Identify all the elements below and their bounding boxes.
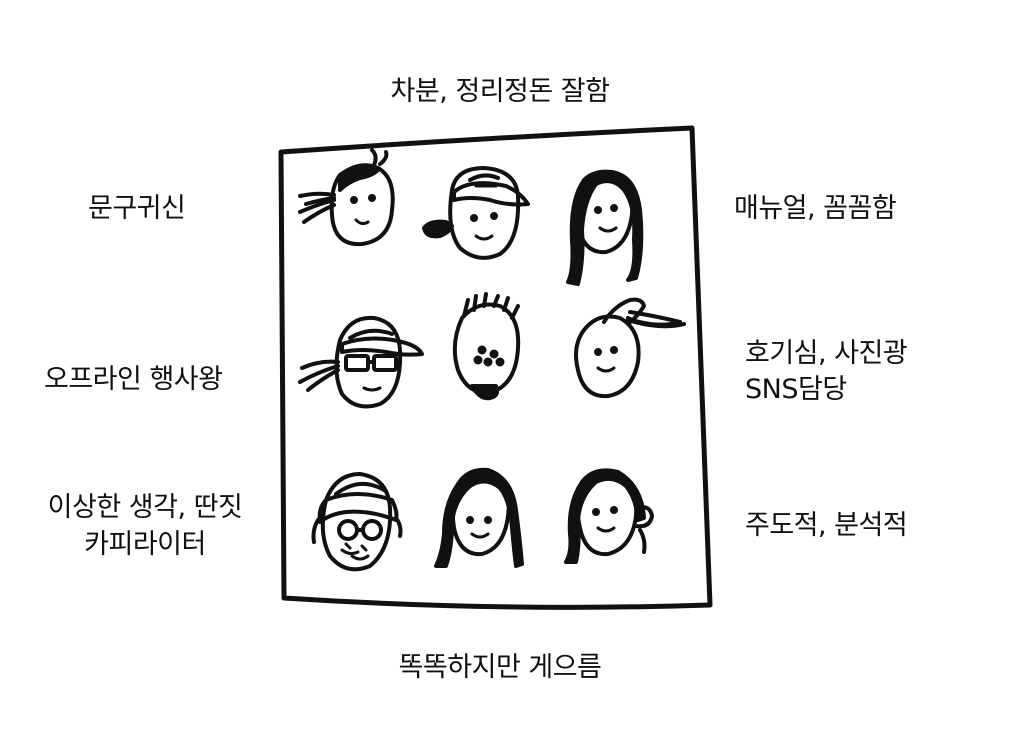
frame: [278, 125, 713, 610]
label-left-top: 문구귀신: [88, 193, 186, 224]
label-right-middle-line1: 호기심, 사진광: [745, 338, 908, 369]
face-4-cap-glasses: [298, 315, 424, 409]
label-right-middle-line2: SNS담당: [745, 374, 847, 405]
label-bottom: 똑똑하지만 게으름: [398, 652, 602, 683]
face-5-spiky-beard: [452, 292, 521, 401]
label-top: 차분, 정리정돈 잘함: [390, 76, 610, 107]
face-6-hair-bun: [574, 297, 686, 399]
face-1-ponytail: [298, 148, 395, 247]
face-8-long-hair: [434, 467, 524, 568]
label-left-bottom-line1: 이상한 생각, 딴짓: [47, 492, 243, 523]
face-2-cap: [422, 166, 530, 260]
label-left-middle: 오프라인 행사왕: [44, 364, 223, 395]
face-9-long-hair-ear: [564, 468, 654, 564]
face-7-cap-beard: [311, 472, 403, 572]
face-3-long-hair: [566, 169, 644, 286]
label-right-bottom: 주도적, 분석적: [745, 510, 908, 541]
label-left-bottom-line2: 카피라이터: [84, 529, 206, 560]
label-right-top: 매뉴얼, 꼼꼼함: [734, 193, 897, 224]
